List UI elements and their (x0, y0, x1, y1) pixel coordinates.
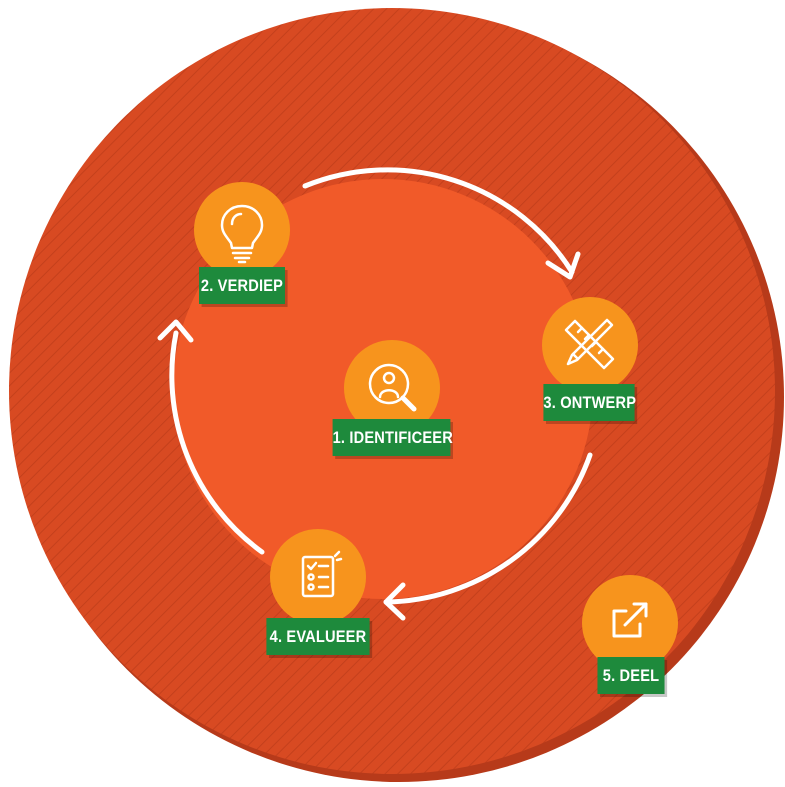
step-5-circle (582, 575, 678, 671)
person-magnifier-icon (368, 363, 417, 412)
lightbulb-icon (220, 204, 264, 264)
step-3-label: 3. ONTWERP (543, 384, 636, 421)
step-3-circle (542, 297, 638, 393)
arrow-evalueer-to-verdiep (169, 330, 265, 555)
step-4-label: 4. EVALUEER (266, 618, 370, 655)
checklist-icon (301, 550, 343, 598)
step-5-label: 5. DEEL (597, 657, 665, 694)
arrow-ontwerp-to-evalueer (383, 452, 593, 605)
step-1-circle (344, 340, 440, 436)
step-2-circle (194, 182, 290, 278)
arrowhead-3 (157, 319, 194, 343)
ruler-pen-icon (564, 318, 615, 370)
arrowhead-2 (383, 582, 406, 621)
step-2-label: 2. VERDIEP (199, 267, 285, 304)
step-1-label: 1. IDENTIFICEER (332, 419, 453, 456)
share-icon (612, 602, 648, 638)
arrowhead-1 (545, 251, 581, 280)
arrow-verdiep-to-ontwerp (302, 167, 575, 275)
